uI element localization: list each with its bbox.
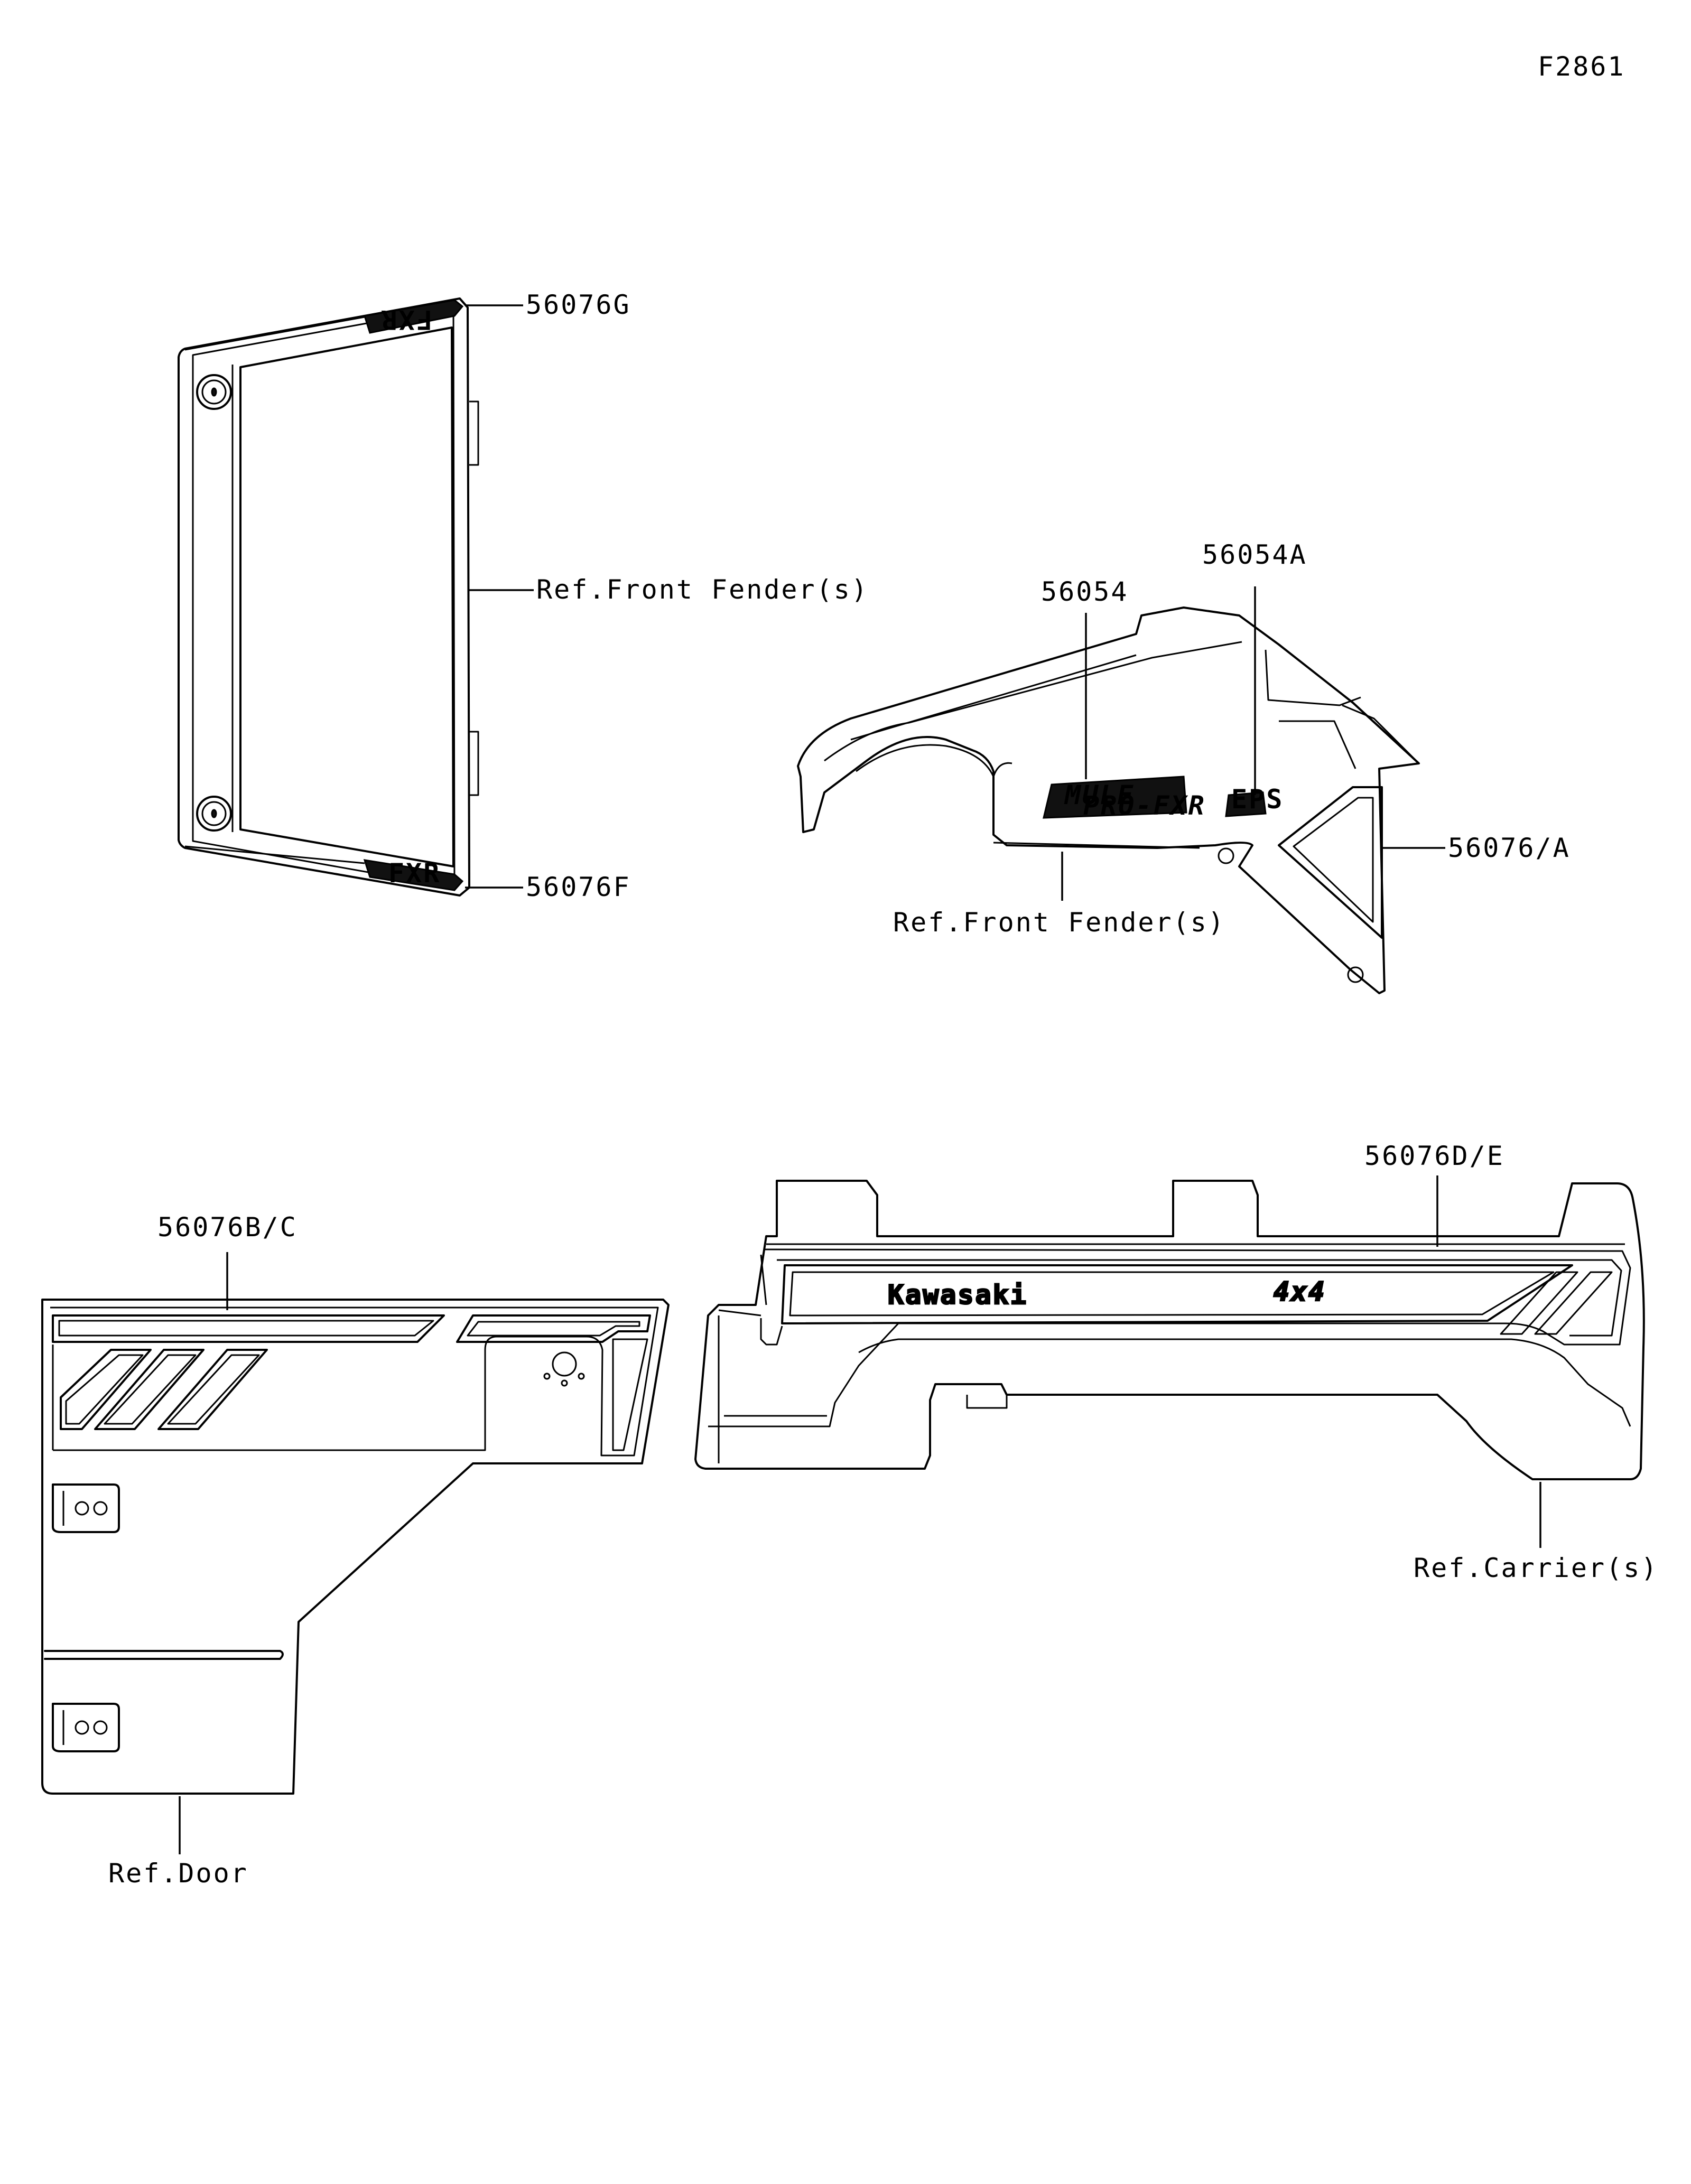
decal-56054 (1043, 776, 1187, 819)
callout-56054: 56054 (1041, 576, 1129, 607)
callout-56076G: 56076G (526, 290, 631, 320)
decal-56054A (1225, 791, 1267, 817)
decal-56076DE (781, 1264, 1573, 1324)
frame-bottom-decal-text: FXR (388, 858, 441, 889)
carrier-4x4-text: 4x4 (1274, 1276, 1326, 1307)
figure-code: F2861 (1538, 51, 1625, 82)
callout-ref-carrier: Ref.Carrier(s) (1414, 1553, 1658, 1583)
fender-sub-text: PRO-FXR (1083, 790, 1206, 821)
fender-eps-text: EPS (1231, 784, 1284, 815)
callout-56054A: 56054A (1202, 539, 1307, 570)
callout-56076A: 56076/A (1448, 833, 1571, 863)
frame-top-decal-text: FXR (380, 304, 432, 335)
decal-56076F (363, 859, 464, 891)
front-fender-assembly: MULE PRO-FXR EPS (797, 606, 1420, 994)
decal-56076G (364, 299, 464, 334)
carrier-kawasaki-text: Kawasaki (888, 1280, 1028, 1310)
door-panel-assembly (41, 1299, 670, 1795)
callout-56076DE: 56076D/E (1364, 1141, 1504, 1171)
callout-ref-front-fender-2: Ref.Front Fender(s) (893, 907, 1225, 938)
callout-ref-front-fender-1: Ref.Front Fender(s) (536, 574, 869, 605)
callout-56076F: 56076F (526, 872, 631, 902)
callout-56076BC: 56076B/C (157, 1212, 298, 1243)
callout-ref-door: Ref.Door (108, 1858, 248, 1889)
decal-56076A (1278, 786, 1383, 939)
carrier-panel-assembly: Kawasaki 4x4 (694, 1180, 1645, 1480)
fender-mule-text: MULE (1064, 780, 1135, 810)
front-frame-assembly: FXR FXR (178, 297, 479, 897)
